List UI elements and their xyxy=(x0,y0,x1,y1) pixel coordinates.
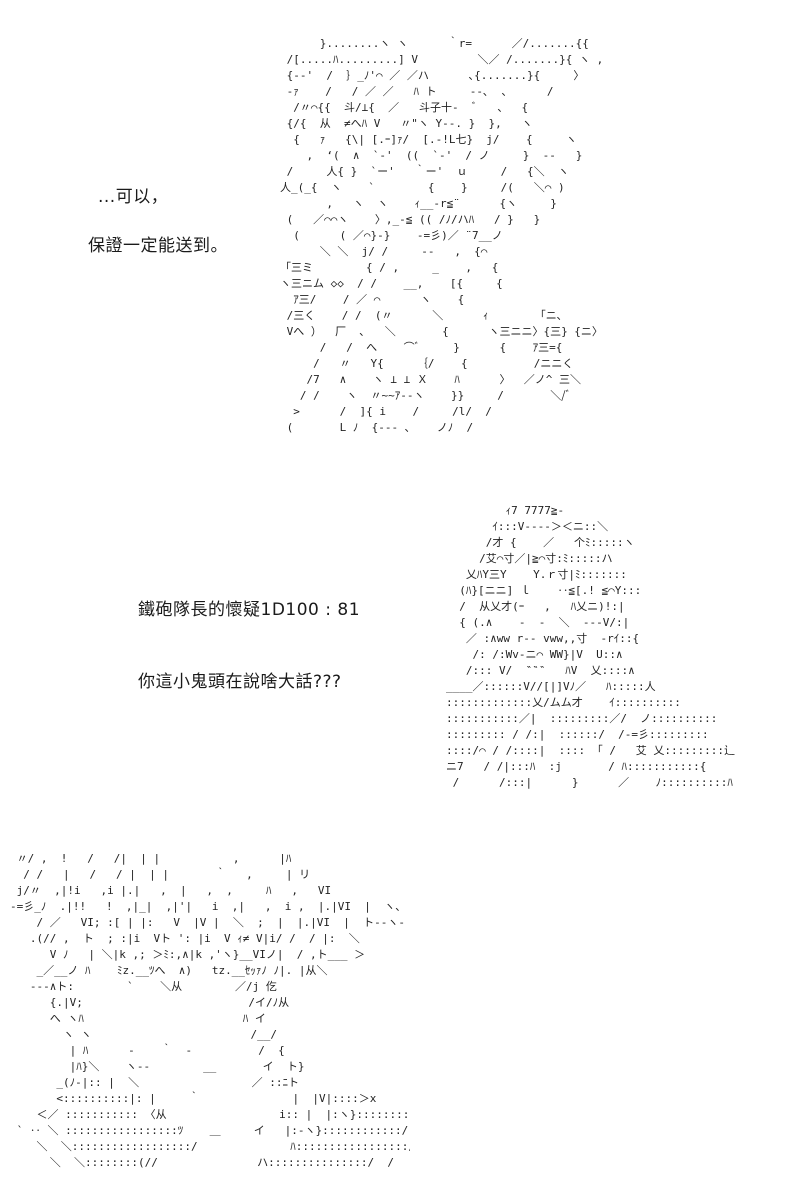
dialogue-line: 你這小鬼頭在說啥大話??? xyxy=(138,672,342,692)
dialogue-line: ...可以， xyxy=(98,187,169,207)
dialogue-line: 鐵砲隊長的懷疑1D100 : 81 xyxy=(138,600,361,620)
ascii-art-character-girl: }........ヽ ヽ ｀r= ／/.......{{ /[.....ﾊ...… xyxy=(280,37,604,434)
dialogue-line: 保證一定能送到。 xyxy=(88,236,228,256)
ascii-art-character-musketeer: ｨ7 7777≧‐ ｲ:::V‐‐‐‐＞＜ニ::＼ /才 { ／ 个ﾐ:::::… xyxy=(446,504,736,789)
ascii-art-character-boy: 〃/ , ! / /| | | , |ﾊ / / | / / | | | ｀ ,… xyxy=(10,852,410,1169)
